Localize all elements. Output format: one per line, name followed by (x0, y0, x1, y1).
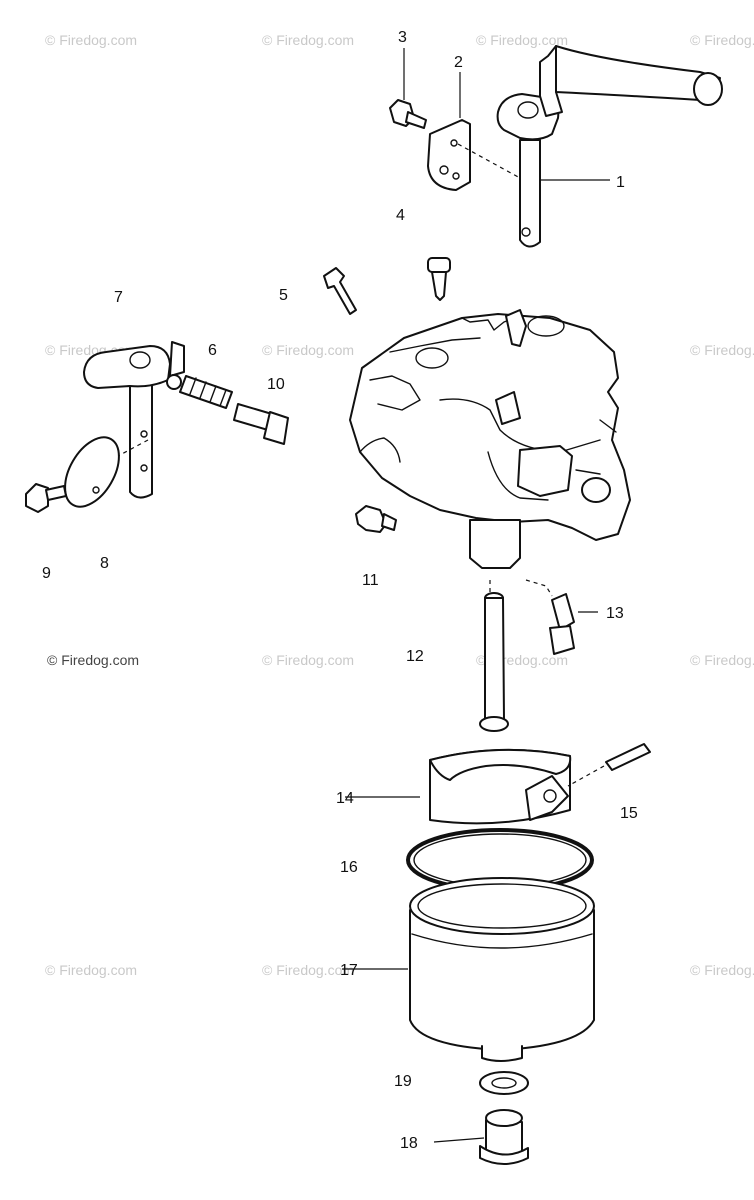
callout-4: 4 (396, 207, 405, 224)
part-3-screw (389, 99, 427, 129)
part-5-screw (323, 267, 357, 315)
part-14-float (429, 748, 572, 825)
callout-5: 5 (279, 287, 288, 304)
part-8-valve (64, 436, 120, 508)
watermark: © Firedog.com (262, 32, 354, 48)
watermark: © Firedog.com (262, 342, 354, 358)
part-17-float-bowl (409, 877, 595, 1062)
part-19-washer (479, 1071, 529, 1095)
callout-2: 2 (454, 54, 463, 71)
callout-10: 10 (267, 376, 285, 393)
watermark: © Firedog.com (690, 962, 754, 978)
callout-13: 13 (606, 605, 624, 622)
callout-17: 17 (340, 962, 358, 979)
callout-1: 1 (616, 174, 625, 191)
watermark: © Firedog.com (690, 342, 754, 358)
part-2-throttle-plate (427, 119, 521, 191)
watermark-group: © Firedog.com © Firedog.com © Firedog.co… (45, 32, 754, 978)
callout-19: 19 (394, 1073, 412, 1090)
part-1-throttle-shaft (496, 45, 723, 248)
watermark: © Firedog.com (262, 652, 354, 668)
callouts: 1 2 3 4 5 6 7 8 9 10 11 12 13 14 15 16 1… (42, 29, 638, 1152)
watermark: © Firedog.com (45, 962, 137, 978)
watermark: © Firedog.com (476, 32, 568, 48)
watermark: © Firedog.com (262, 962, 354, 978)
part-6-spring (166, 374, 233, 409)
callout-14: 14 (336, 790, 354, 807)
watermark-main: © Firedog.com (47, 652, 139, 668)
part-4-screw (427, 257, 451, 301)
part-12-nozzle (479, 592, 509, 732)
part-10-screw (233, 403, 289, 445)
callout-9: 9 (42, 565, 51, 582)
leader-lines (342, 48, 610, 1143)
watermark: © Firedog.com (45, 32, 137, 48)
callout-12: 12 (406, 648, 424, 665)
callout-3: 3 (398, 29, 407, 46)
watermark: © Firedog.com (690, 652, 754, 668)
watermark: © Firedog.com (690, 32, 754, 48)
part-18-bowl-nut (479, 1109, 529, 1165)
part-9-screw (25, 483, 67, 513)
callout-16: 16 (340, 859, 358, 876)
callout-11: 11 (362, 572, 379, 589)
callout-8: 8 (100, 555, 109, 572)
part-13-needle (525, 579, 575, 655)
callout-7: 7 (114, 289, 123, 306)
part-11-plug (355, 505, 397, 533)
callout-18: 18 (400, 1135, 418, 1152)
callout-6: 6 (208, 342, 217, 359)
callout-15: 15 (620, 805, 638, 822)
carburetor-body (349, 309, 631, 600)
part-15-pin (567, 743, 651, 787)
part-7-choke-shaft (83, 341, 185, 499)
